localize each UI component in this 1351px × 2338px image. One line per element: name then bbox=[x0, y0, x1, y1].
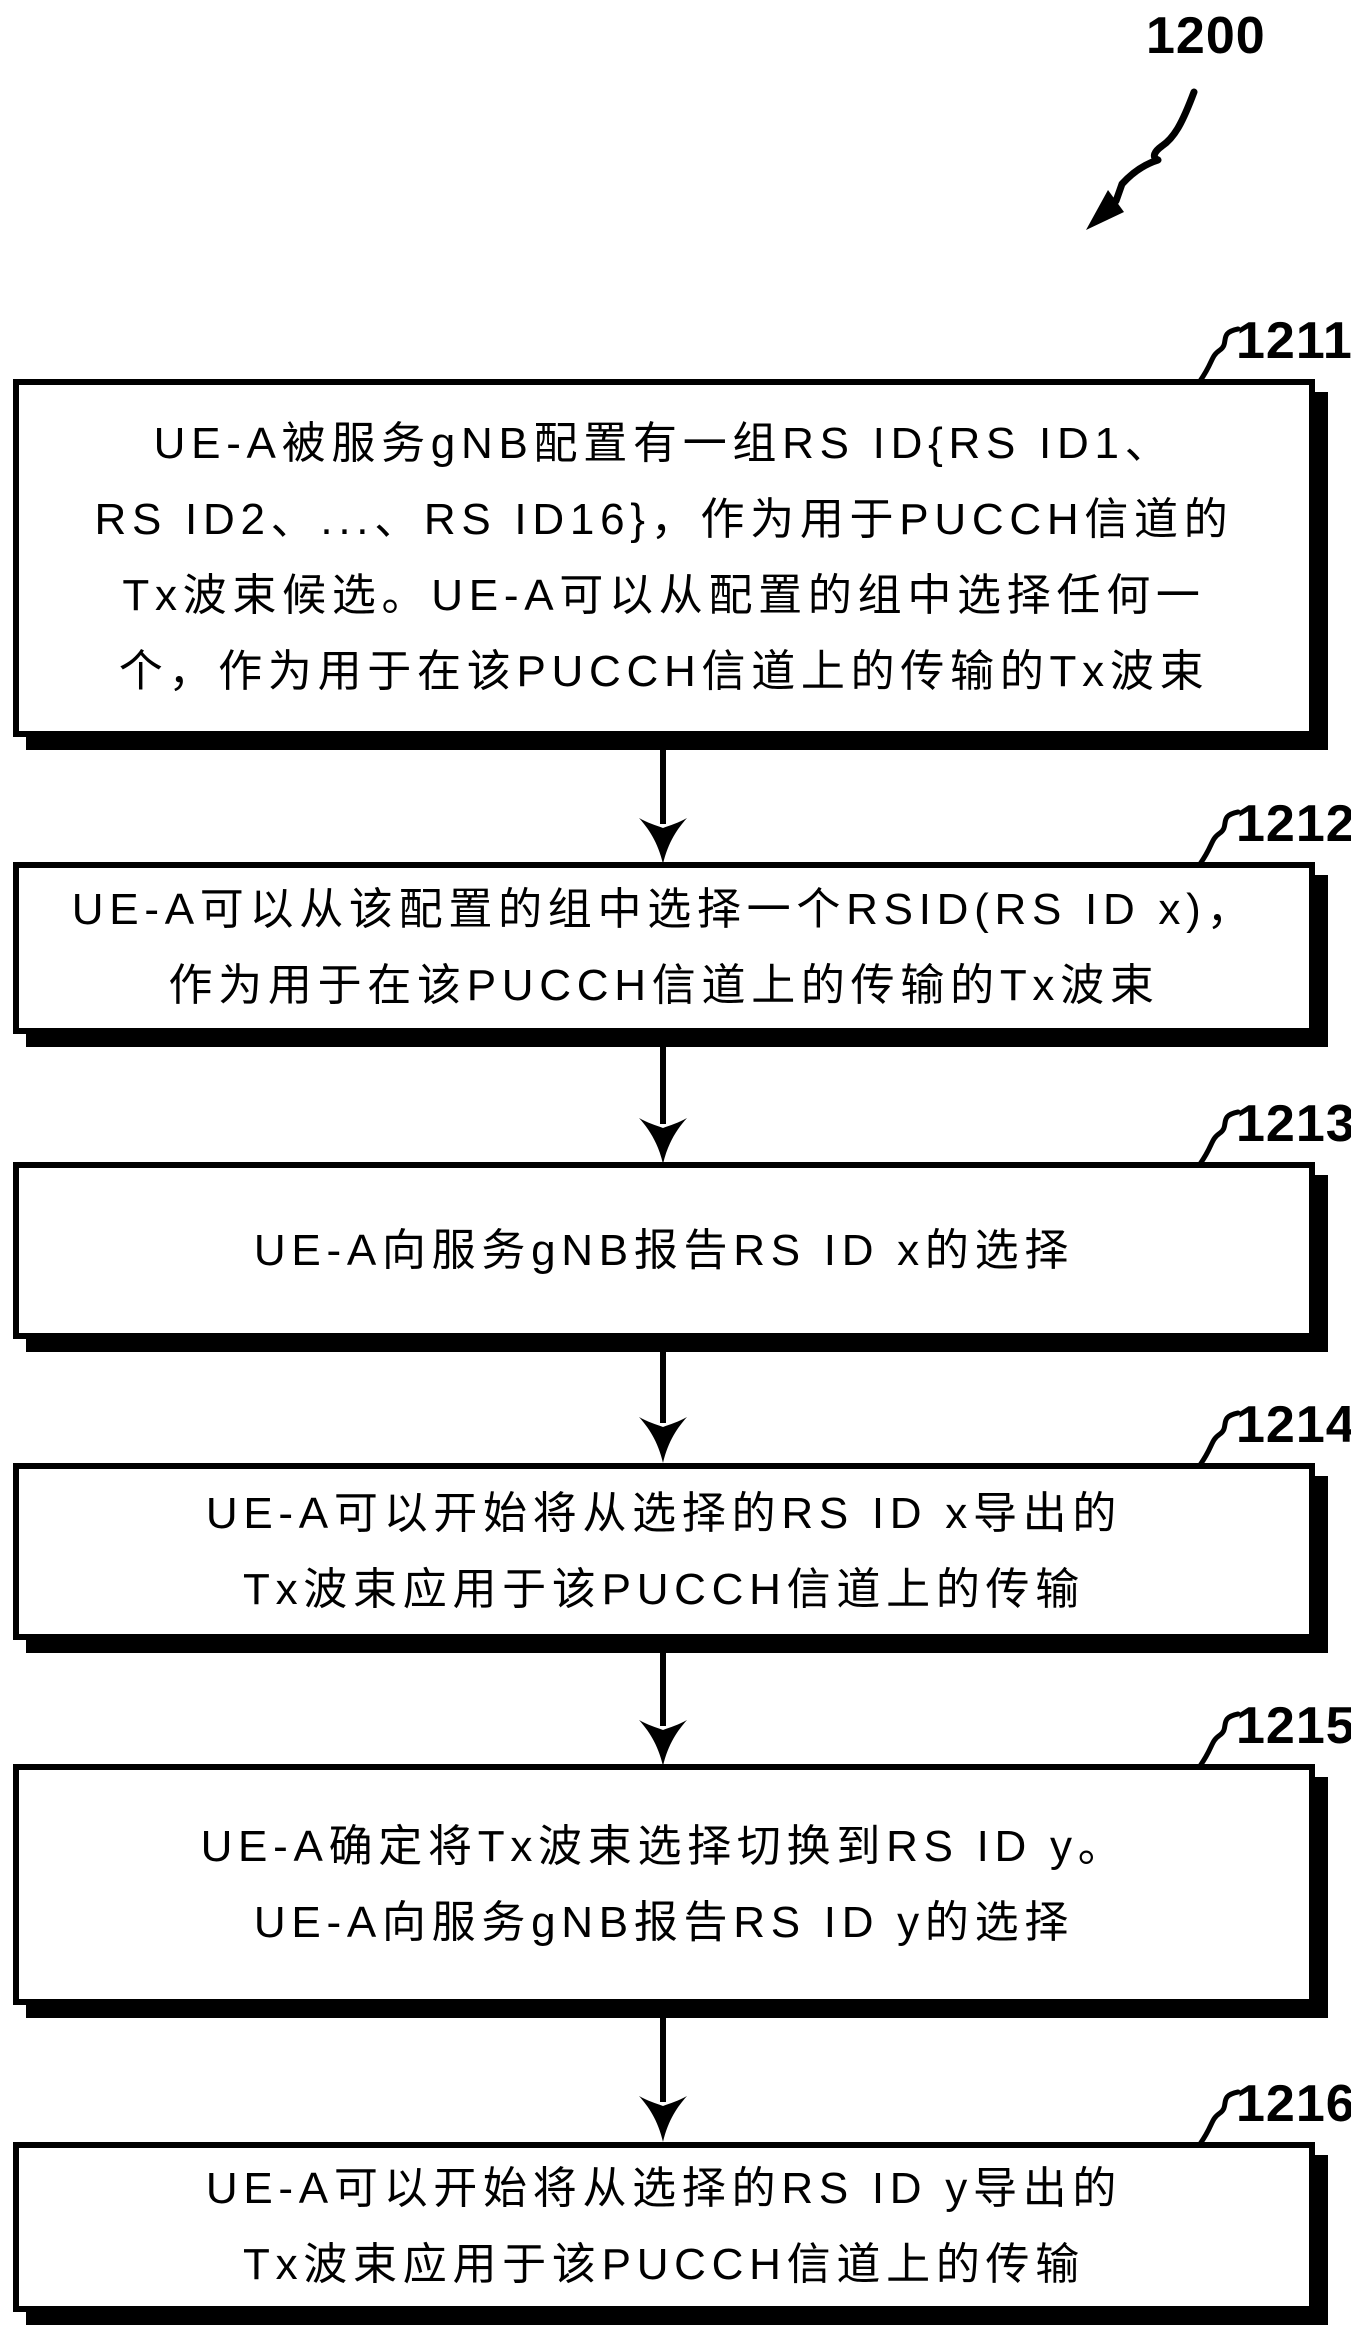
ref-leader-squiggle bbox=[1197, 1711, 1241, 1768]
step-text-line: UE-A可以开始将从选择的RS ID x导出的 bbox=[205, 1488, 1123, 1538]
ref-label-1213: 1213 bbox=[1236, 1095, 1351, 1153]
flow-arrow-down bbox=[639, 1040, 687, 1164]
step-text-line: Tx波束应用于该PUCCH信道上的传输 bbox=[242, 2240, 1085, 2289]
step-text-line: UE-A被服务gNB配置有一组RS ID{RS ID1、 bbox=[153, 419, 1175, 468]
flow-arrow-down bbox=[639, 2018, 687, 2142]
step-text-line: UE-A向服务gNB报告RS ID y的选择 bbox=[253, 1897, 1075, 1947]
ref-label-1212: 1212 bbox=[1236, 795, 1351, 853]
ref-leader-squiggle bbox=[1197, 326, 1241, 383]
step-box-1212: UE-A可以从该配置的组中选择一个RSID(RS ID x)， 作为用于在该PU… bbox=[13, 862, 1315, 1034]
ref-leader-squiggle bbox=[1197, 809, 1241, 866]
step-text-line: Tx波束应用于该PUCCH信道上的传输 bbox=[242, 1564, 1085, 1614]
step-box-1214: UE-A可以开始将从选择的RS ID x导出的 Tx波束应用于该PUCCH信道上… bbox=[13, 1463, 1315, 1640]
step-box-1216: UE-A可以开始将从选择的RS ID y导出的 Tx波束应用于该PUCCH信道上… bbox=[13, 2142, 1315, 2312]
ref-leader-squiggle bbox=[1197, 1109, 1241, 1166]
step-text-line: 个，作为用于在该PUCCH信道上的传输的Tx波束 bbox=[118, 647, 1210, 696]
ref-leader-squiggle bbox=[1197, 1410, 1241, 1467]
ref-label-1211: 1211 bbox=[1236, 312, 1351, 370]
ref-label-1214: 1214 bbox=[1236, 1396, 1351, 1454]
step-text-line: UE-A可以从该配置的组中选择一个RSID(RS ID x)， bbox=[71, 885, 1257, 934]
step-box-1213: UE-A向服务gNB报告RS ID x的选择 bbox=[13, 1162, 1315, 1339]
step-text-line: Tx波束候选。UE-A可以从配置的组中选择任何一 bbox=[122, 571, 1206, 620]
ref-label-1216: 1216 bbox=[1236, 2075, 1351, 2133]
flow-arrow-down bbox=[639, 1339, 687, 1463]
step-box-1215: UE-A确定将Tx波束选择切换到RS ID y。 UE-A向服务gNB报告RS … bbox=[13, 1764, 1315, 2005]
step-text-line: UE-A向服务gNB报告RS ID x的选择 bbox=[253, 1225, 1075, 1275]
flow-arrow-down bbox=[639, 1642, 687, 1766]
step-text-line: 作为用于在该PUCCH信道上的传输的Tx波束 bbox=[168, 961, 1160, 1010]
figure-pointer-arrow bbox=[1086, 88, 1198, 230]
step-box-1211: UE-A被服务gNB配置有一组RS ID{RS ID1、 RS ID2、...、… bbox=[13, 379, 1315, 737]
ref-leader-squiggle bbox=[1197, 2089, 1241, 2146]
flow-arrow-down bbox=[639, 740, 687, 864]
ref-label-1215: 1215 bbox=[1236, 1697, 1351, 1755]
step-text-line: UE-A确定将Tx波束选择切换到RS ID y。 bbox=[200, 1821, 1128, 1871]
figure-number: 1200 bbox=[1146, 7, 1266, 65]
step-text-line: UE-A可以开始将从选择的RS ID y导出的 bbox=[205, 2164, 1123, 2213]
step-text-line: RS ID2、...、RS ID16}，作为用于PUCCH信道的 bbox=[94, 495, 1234, 544]
